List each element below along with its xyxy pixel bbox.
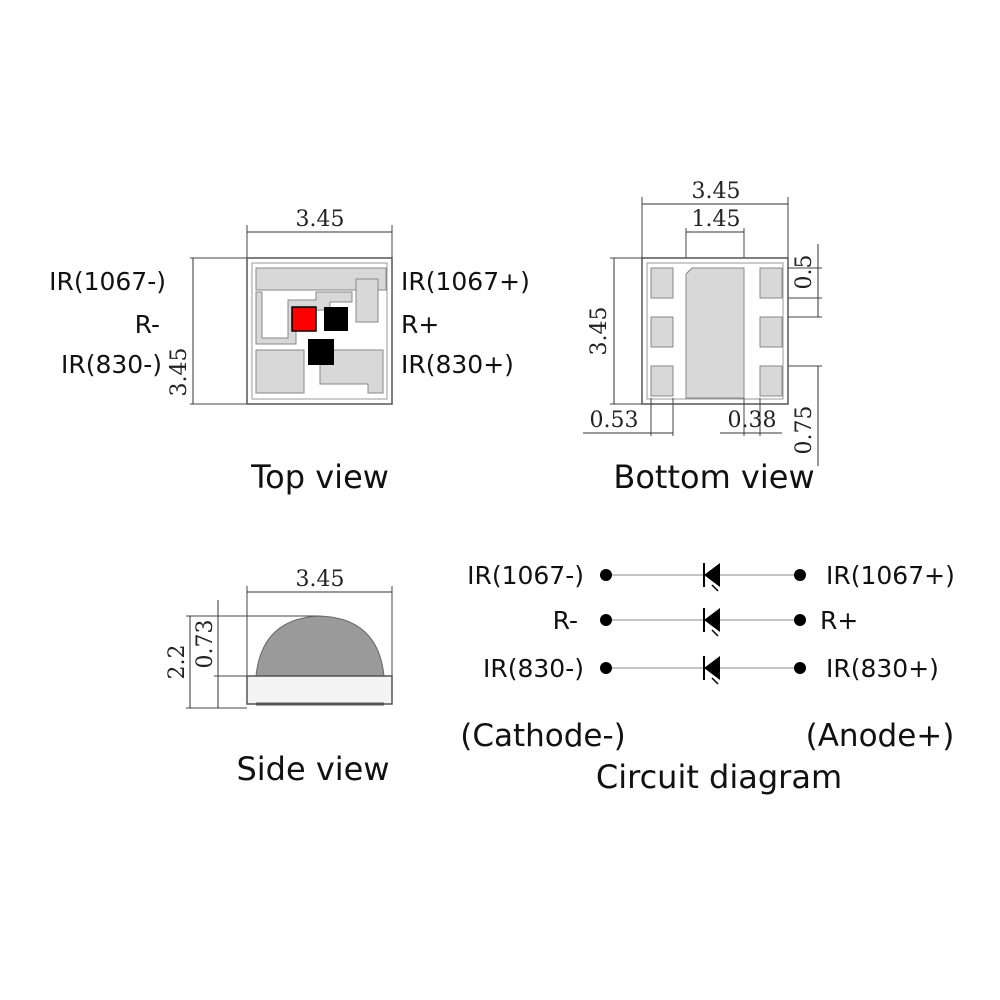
circuit-row-ir1067: IR(1067-) IR(1067+) <box>467 561 955 592</box>
side-width-label: 3.45 <box>296 567 345 592</box>
top-view-caption: Top view <box>250 458 389 496</box>
top-label-ir1067-plus: IR(1067+) <box>401 267 530 296</box>
side-total-height-label: 2.2 <box>165 645 190 680</box>
side-width-dimension: 3.45 <box>246 567 393 676</box>
side-view-caption: Side view <box>236 750 389 788</box>
side-base-height-label: 0.73 <box>193 620 218 669</box>
top-pads <box>255 267 387 394</box>
circuit-label-r-plus: R+ <box>820 606 858 635</box>
side-lens-dome <box>255 615 385 677</box>
top-label-ir830-minus: IR(830-) <box>61 350 162 379</box>
bottom-pads <box>650 267 783 399</box>
bottom-pitch-label: 0.75 <box>792 406 817 455</box>
side-base-height-dimension: 0.73 <box>193 600 247 708</box>
cathode-label: (Cathode-) <box>460 718 626 754</box>
bottom-pad-height-label: 0.5 <box>792 255 817 290</box>
bottom-pad-height-dimension: 0.5 <box>788 244 822 318</box>
side-package-base <box>246 675 393 705</box>
circuit-diagram: IR(1067-) IR(1067+) R- R+ IR(830-) IR(83… <box>460 561 955 796</box>
side-total-height-dimension: 2.2 <box>165 615 320 709</box>
circuit-label-ir1067-plus: IR(1067+) <box>826 561 955 590</box>
top-height-dimension: 3.45 <box>167 257 247 405</box>
bottom-pad-width-dimension: 1.45 <box>685 207 745 266</box>
bottom-pad-width-label: 1.45 <box>692 207 741 232</box>
bottom-width-dimension: 3.45 <box>641 179 789 258</box>
circuit-label-ir1067-minus: IR(1067-) <box>467 561 584 590</box>
bottom-gap-label: 0.38 <box>728 408 777 433</box>
bottom-offset-dimension: 0.53 <box>583 398 674 436</box>
circuit-label-r-minus: R- <box>553 606 578 635</box>
bottom-offset-label: 0.53 <box>590 408 639 433</box>
top-label-r-minus: R- <box>135 310 160 339</box>
bottom-view-caption: Bottom view <box>613 458 814 496</box>
ir1067-chip <box>324 307 348 331</box>
top-label-ir830-plus: IR(830+) <box>401 350 514 379</box>
circuit-label-ir830-minus: IR(830-) <box>483 654 584 683</box>
circuit-label-ir830-plus: IR(830+) <box>826 654 939 683</box>
side-view: 3.45 2.2 0.73 Side view <box>165 567 393 788</box>
circuit-diagram-caption: Circuit diagram <box>596 758 842 796</box>
bottom-height-label: 3.45 <box>587 307 612 356</box>
ir830-chip <box>308 339 334 365</box>
bottom-height-dimension: 3.45 <box>587 257 642 405</box>
top-label-ir1067-minus: IR(1067-) <box>49 267 166 296</box>
top-width-label: 3.45 <box>296 207 345 232</box>
top-label-r-plus: R+ <box>401 310 439 339</box>
diode-icon <box>704 563 720 587</box>
diode-icon <box>704 608 720 632</box>
circuit-row-red: R- R+ <box>553 606 858 637</box>
bottom-width-label: 3.45 <box>692 179 741 204</box>
bottom-gap-dimension: 0.38 <box>720 398 782 436</box>
top-width-dimension: 3.45 <box>246 207 393 258</box>
anode-label: (Anode+) <box>806 718 955 754</box>
top-height-label: 3.45 <box>167 348 192 397</box>
diode-icon <box>704 656 720 680</box>
red-chip <box>291 306 317 332</box>
top-view: 3.45 3.45 IR(1067-) R- IR(830-) IR(1067+ <box>49 207 530 496</box>
bottom-view: 3.45 1.45 3.45 <box>583 179 822 496</box>
circuit-row-ir830: IR(830-) IR(830+) <box>483 654 939 685</box>
bottom-pitch-dimension: 0.75 <box>788 365 822 466</box>
